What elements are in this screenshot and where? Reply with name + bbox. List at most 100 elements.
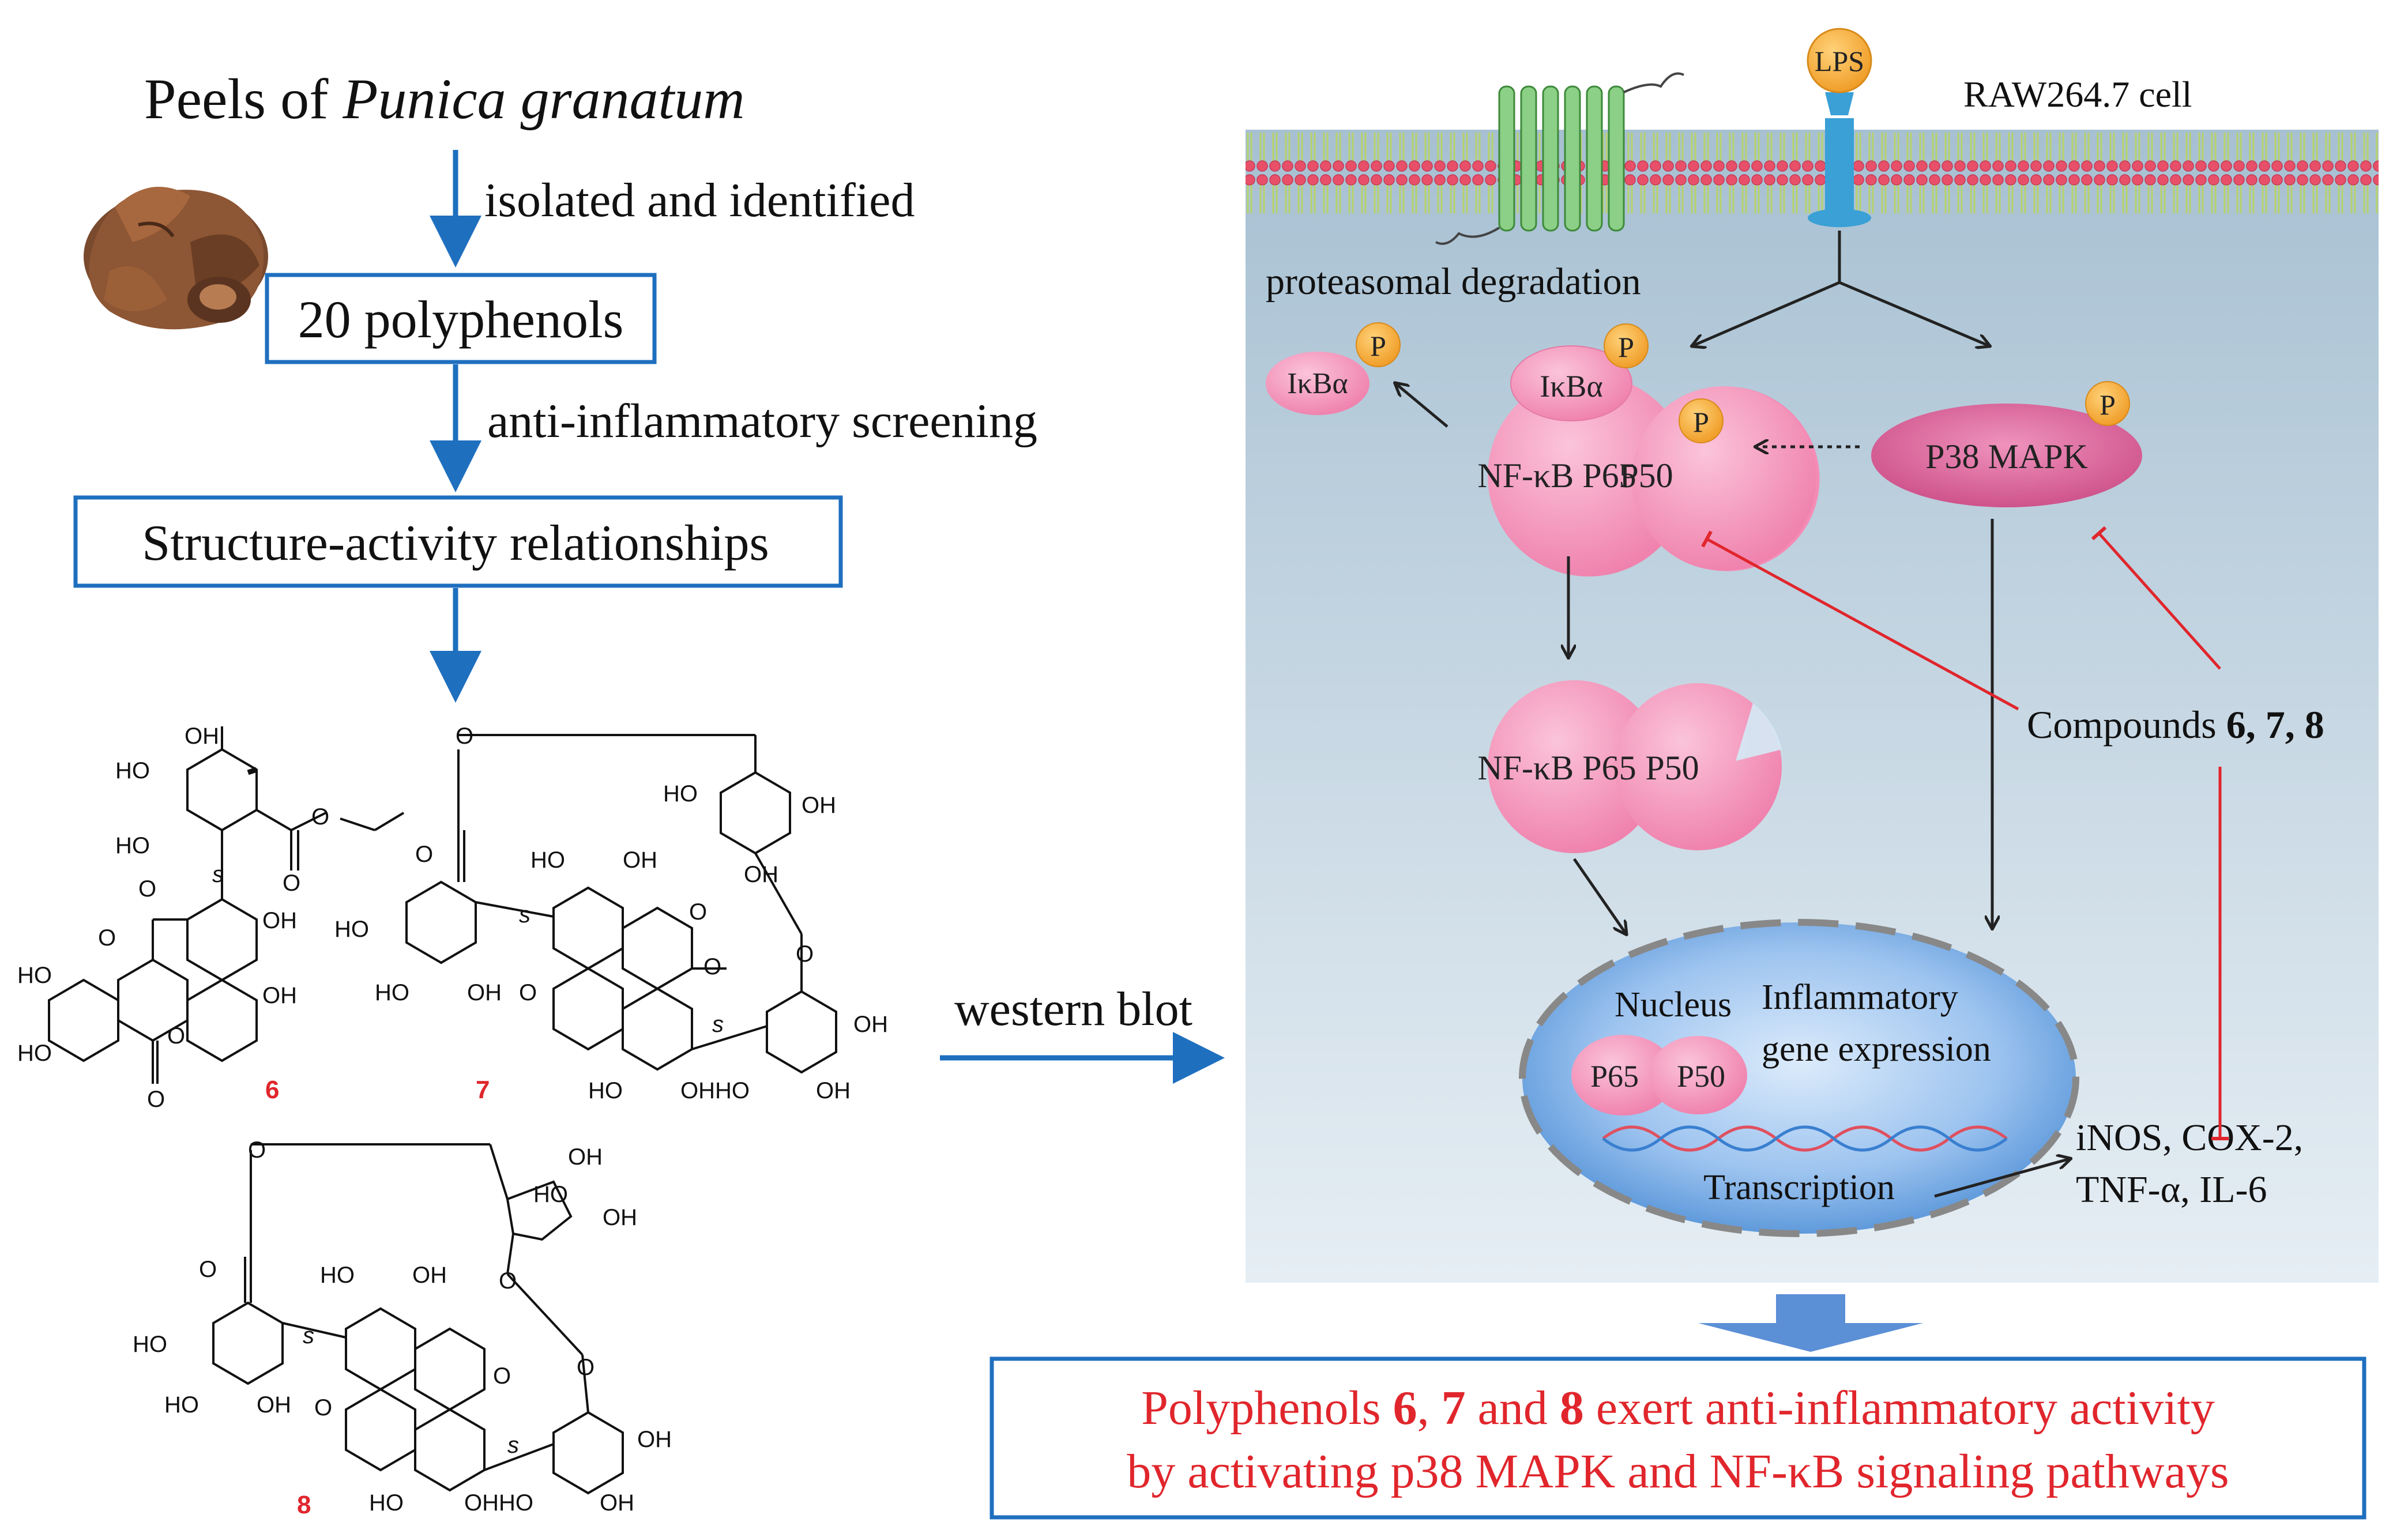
svg-text:HO: HO [164,1392,199,1418]
svg-text:OH: OH [600,1490,634,1516]
svg-text:OH: OH [816,1078,851,1103]
svg-text:O: O [689,899,707,925]
lps-ligand-icon [1807,28,1872,93]
compound-7-number: 7 [476,1076,490,1104]
svg-text:HO: HO [530,847,565,873]
svg-text:OH: OH [262,908,297,933]
svg-text:HO: HO [320,1263,355,1288]
svg-text:Nucleus: Nucleus [1615,985,1732,1024]
conclusion-line1: Polyphenols 6, 7 and 8 exert anti-inflam… [1141,1381,2215,1435]
svg-text:O: O [311,804,329,830]
box1-label: 20 polyphenols [298,290,624,349]
svg-text:OH: OH [853,1012,888,1037]
svg-text:P: P [1370,330,1386,362]
svg-text:P50: P50 [1645,749,1699,787]
sar-box [73,495,843,588]
svg-text:Inflammatory: Inflammatory [1762,978,1958,1017]
svg-text:HO: HO [375,980,409,1005]
nucleus: Nucleus Inflammatory gene expression P65… [1519,919,2079,1237]
svg-text:OHHO: OHHO [464,1490,533,1516]
step2-label: anti-inflammatory screening [487,394,1037,448]
svg-text:IκBα: IκBα [1540,369,1603,404]
nfkb-complex-cytoplasm: IκBα P P NF-κB P65 P50 [1477,323,1820,576]
svg-text:HO: HO [17,963,52,988]
svg-text:OH: OH [744,862,778,887]
svg-text:OH: OH [185,723,219,749]
svg-text:O: O [577,1355,595,1380]
svg-text:O: O [415,842,433,867]
compounds-label: Compounds 6, 7, 8 [2027,703,2324,747]
svg-text:P: P [1693,406,1709,438]
svg-text:s: s [303,1323,314,1348]
svg-text:OH: OH [623,847,657,873]
svg-text:O: O [519,980,537,1005]
transcription-arrow [1934,1159,2070,1198]
release-arrow [1395,383,1448,428]
conclusion-down-arrow [1698,1294,1923,1352]
lps-signal-arrows [1692,231,1989,346]
svg-text:O: O [314,1395,332,1420]
cytokines-line2: TNF-α, IL-6 [2076,1169,2267,1211]
svg-text:HO: HO [369,1490,404,1516]
degradation-label: proteasomal degradation [1266,261,1641,303]
compound-8-number: 8 [297,1491,311,1519]
svg-text:HO: HO [334,917,369,942]
structure-compound-7: O O HO HO OH s HO OH O O O s HO OH OH O … [334,723,888,1104]
box2-label: Structure-activity relationships [142,515,769,571]
ikba-released: IκBα P [1266,322,1401,415]
step1-label: isolated and identified [484,174,915,227]
pathway-panel: RAW264.7 cell LPS proteasomal degrad [1246,28,2379,1283]
svg-text:HO: HO [17,1041,52,1066]
svg-text:HO: HO [115,758,150,783]
conclusion-box [989,1356,2366,1520]
lps-receptor: LPS [1807,28,1872,227]
svg-text:OH: OH [637,1427,672,1452]
svg-text:O: O [138,876,156,902]
svg-text:OH: OH [802,793,836,818]
nfkb-complex-migrating: NF-κB P65 P50 [1477,680,1782,853]
polyphenols-box [265,273,657,364]
to-nucleus-arrow [1572,858,1626,934]
svg-text:OH: OH [568,1144,603,1170]
svg-text:OH: OH [262,983,297,1008]
svg-text:OH: OH [467,980,502,1005]
dna-helix-icon [1602,1125,2008,1152]
structure-compound-8: O OH HO OH O O HO HO OH s HO OH O O s O … [133,1137,672,1519]
svg-text:O: O [703,954,721,979]
svg-text:NF-κB P65: NF-κB P65 [1477,457,1636,495]
svg-text:O: O [98,925,116,951]
svg-text:LPS: LPS [1815,45,1864,77]
cell-membrane [1246,130,2379,216]
svg-text:HO: HO [133,1332,167,1357]
svg-text:s: s [212,862,224,887]
conclusion-line2: by activating p38 MAPK and NF-κB signali… [1127,1445,2229,1498]
svg-text:O: O [248,1137,266,1163]
svg-text:O: O [499,1268,517,1294]
p38-mapk: P38 MAPK P [1871,381,2142,507]
svg-text:O: O [147,1087,165,1112]
svg-text:OH: OH [412,1263,447,1288]
svg-text:P65: P65 [1590,1059,1639,1094]
svg-text:HO: HO [115,833,150,858]
svg-text:O: O [199,1257,217,1282]
transmembrane-receptor-icon [1435,72,1684,245]
svg-text:O: O [796,941,814,967]
conclusion: Polyphenols 6, 7 and 8 exert anti-inflam… [989,1294,2366,1520]
svg-text:P: P [2100,389,2116,421]
svg-text:O: O [283,870,300,896]
svg-text:s: s [519,902,530,928]
svg-text:HO: HO [533,1182,568,1207]
svg-text:O: O [456,723,473,749]
svg-text:IκBα: IκBα [1287,367,1348,400]
svg-text:OH: OH [257,1392,291,1418]
svg-text:s: s [712,1012,724,1037]
cytokines-line1: iNOS, COX-2, [2076,1117,2303,1159]
svg-text:Transcription: Transcription [1703,1168,1895,1207]
western-blot-label: western blot [954,982,1192,1036]
svg-text:HO: HO [663,781,698,807]
source-title: Peels of Punica granatum [144,67,745,131]
workflow: Peels of Punica granatum isolated and id… [73,67,1225,1084]
compound-structures: O OH HO HO O O s OH OH HO HO O O O 6 [17,723,888,1519]
svg-text:NF-κB P65: NF-κB P65 [1477,749,1636,787]
